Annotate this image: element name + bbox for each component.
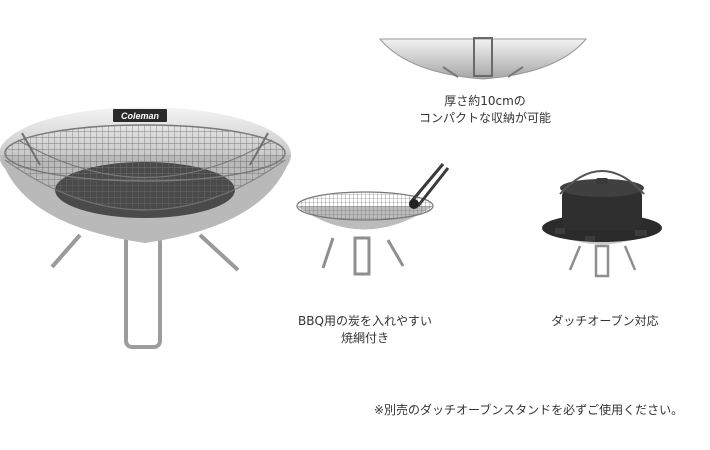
dutch-oven-caption: ダッチオーブン対応 [551, 314, 659, 328]
bbq-caption: BBQ用の炭を入れやすい 焼網付き [298, 314, 432, 345]
dutch-oven-image [542, 170, 662, 278]
footnote: ※別売のダッチオーブンスタンドを必ずご使用ください。 [374, 403, 684, 417]
compact-caption: 厚さ約10cmの コンパクトな収納が可能 [418, 94, 551, 125]
coleman-logo: Coleman [121, 111, 160, 121]
fire-stand-main-image: Coleman [0, 107, 291, 349]
compact-stand-image [378, 37, 588, 80]
bbq-grill-image [296, 163, 450, 276]
